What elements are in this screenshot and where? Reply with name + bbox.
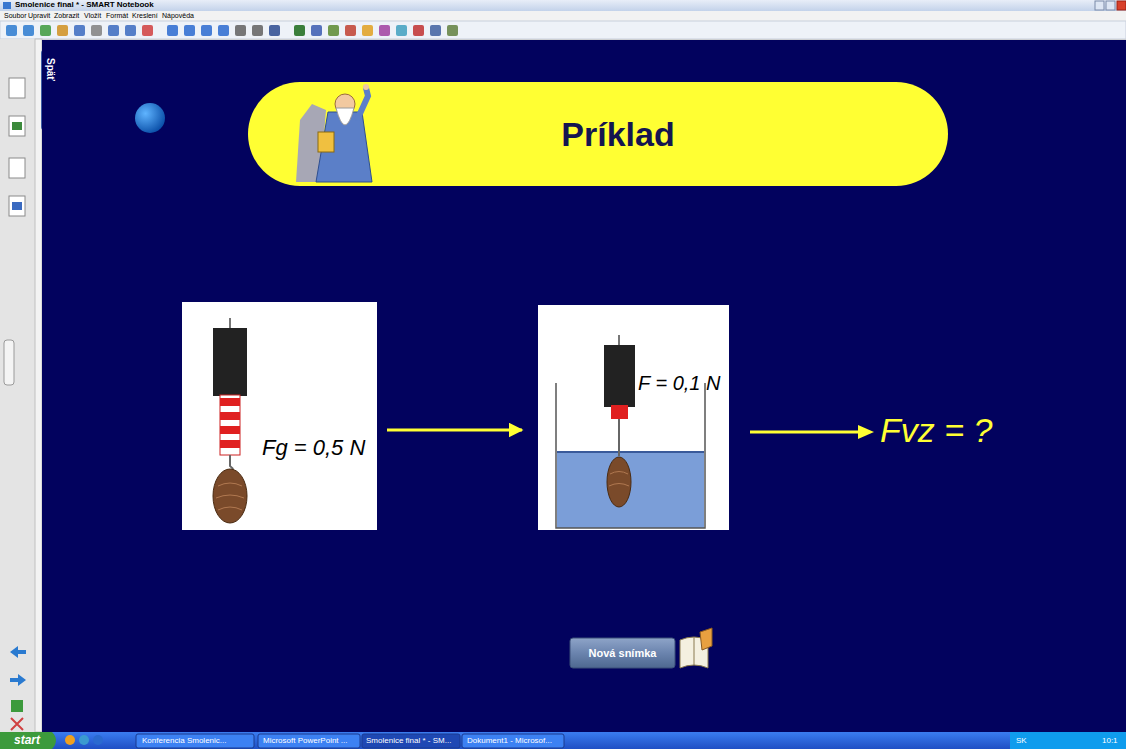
- window-title: Smolenice final * - SMART Notebook: [15, 1, 154, 10]
- start-label: start: [14, 734, 40, 747]
- taskbar-item: Konferencia Smolenic...: [142, 737, 227, 746]
- language-indicator: SK: [1016, 737, 1027, 746]
- title-bar: [0, 0, 1126, 11]
- picture-box: [538, 305, 729, 530]
- menu-item: Upravit: [28, 12, 50, 20]
- spring-scale: [213, 318, 247, 474]
- unknown-force: Fvz = ?: [880, 412, 992, 449]
- picture-box: F = 0,1 N: [538, 305, 729, 530]
- action-button: Nová snímka: [570, 638, 675, 668]
- menu-item: Nápověda: [162, 12, 194, 20]
- toolbar: [0, 21, 1126, 39]
- button-label: Nová snímka: [589, 647, 657, 659]
- panel-handle: [4, 340, 14, 385]
- toolbar-icons: [6, 25, 458, 36]
- wizard-icon: [296, 84, 372, 182]
- taskbar-item: Microsoft PowerPoint ...: [263, 737, 347, 746]
- force-value: Fg = 0,5 N: [262, 435, 365, 461]
- taskbar-item: Smolenice final * - SM...: [366, 737, 451, 746]
- side-panel: [0, 39, 35, 732]
- page-canvas: [42, 40, 1126, 732]
- properties-icon: [12, 202, 22, 210]
- flow-arrow: [387, 429, 522, 432]
- gallery-icon: [12, 122, 22, 130]
- system-tray: [1010, 732, 1126, 749]
- picture-box: [182, 302, 377, 530]
- button-shape: [570, 638, 675, 668]
- scroll-bar: [35, 39, 42, 732]
- menu-item: Zobrazit: [54, 12, 79, 20]
- picture-box: Fg = 0,5 N: [182, 302, 377, 530]
- start-button: [0, 732, 56, 749]
- spring-scale: [604, 335, 635, 456]
- taskbar-item: Dokument1 - Microsof...: [467, 737, 552, 746]
- clock: 10:1: [1102, 737, 1118, 746]
- menu-item: Kreslení: [132, 12, 158, 20]
- result-arrow: [750, 425, 874, 439]
- book-icon: [680, 628, 712, 668]
- title-banner: [248, 82, 948, 186]
- taskbar-buttons: [136, 734, 564, 748]
- nav-arrows: [10, 646, 26, 730]
- menu-item: Formát: [106, 12, 128, 20]
- title-banner: Príklad: [248, 82, 948, 186]
- side-tab-icons: [9, 78, 25, 216]
- quick-launch: [65, 735, 103, 745]
- menu-bar: [0, 11, 1126, 21]
- menu-item: Vložit: [84, 12, 101, 20]
- force-value: F = 0,1 N: [638, 372, 720, 395]
- menu-item: Soubor: [4, 12, 27, 20]
- taskbar: [0, 732, 1126, 749]
- slide-title: Príklad: [561, 115, 674, 154]
- window-buttons: [1095, 1, 1126, 10]
- blue-ball: [135, 103, 165, 133]
- app-icon: [3, 2, 11, 9]
- nut: [607, 457, 631, 507]
- nut: [213, 469, 247, 523]
- back-tab-label: Späť: [45, 58, 56, 81]
